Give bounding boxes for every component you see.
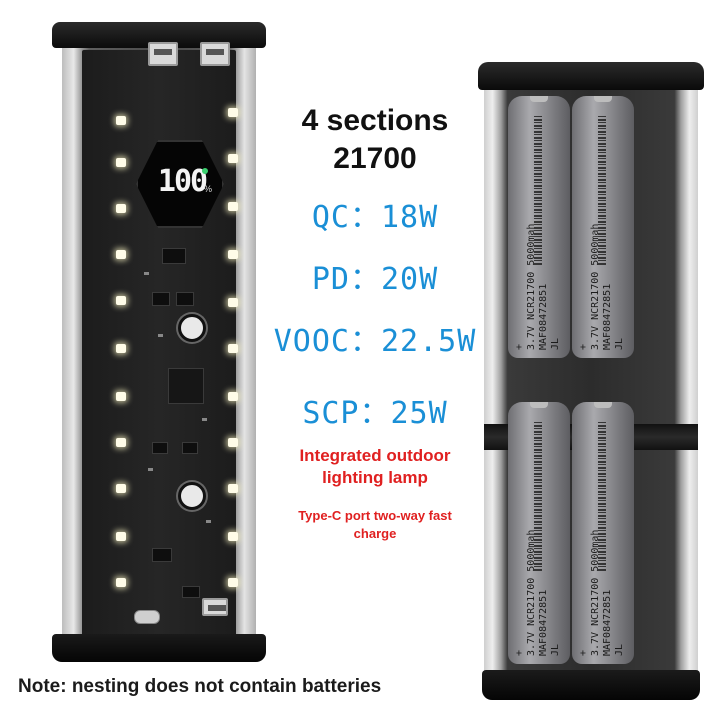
bottom-cap	[482, 670, 700, 700]
feature-lighting-line-2: lighting lamp	[322, 468, 428, 487]
cell-serial: MAF08472851	[602, 589, 613, 656]
ic-chip	[176, 292, 194, 306]
led	[116, 438, 126, 447]
headline-line-2: 21700	[333, 142, 417, 175]
power-bank-left-view: 100 %	[52, 22, 266, 662]
bottom-cap	[52, 634, 266, 662]
battery-cell: + 3.7V NCR21700 5000mah MAF08472851 JL	[508, 96, 570, 358]
cell-plus: +	[514, 649, 525, 656]
display-digits: 100	[157, 164, 208, 199]
led	[228, 392, 238, 401]
battery-cell: + 3.7V NCR21700 5000mah MAF08472851 JL	[572, 402, 634, 664]
led	[116, 392, 126, 401]
cell-label: + 3.7V NCR21700 5000mah MAF08472851 JL	[514, 110, 564, 350]
cell-brand: JL	[614, 643, 625, 656]
power-bank-right-view: + 3.7V NCR21700 5000mah MAF08472851 JL +…	[478, 62, 704, 702]
cell-spec: 3.7V NCR21700 5000mah	[590, 529, 601, 656]
barcode	[598, 422, 606, 572]
cell-plus: +	[578, 649, 589, 656]
display-unit: %	[204, 184, 213, 194]
feature-typec-line-1: Type-C port two-way fast	[298, 508, 452, 523]
spec-pd: PD：20W	[311, 262, 439, 297]
smd-part	[158, 334, 163, 337]
smd-part	[206, 520, 211, 523]
light-button	[178, 482, 206, 510]
cell-brand: JL	[614, 337, 625, 350]
ic-chip	[182, 586, 200, 598]
cell-brand: JL	[550, 337, 561, 350]
usb-port-2	[200, 42, 230, 66]
micro-port	[202, 598, 228, 616]
ic-chip	[152, 548, 172, 562]
status-dot	[202, 168, 208, 174]
spec-vooc: VOOC：22.5W	[273, 324, 477, 359]
led	[228, 202, 238, 211]
cell-plus: +	[578, 343, 589, 350]
led	[116, 344, 126, 353]
top-cap	[478, 62, 704, 90]
cell-label: + 3.7V NCR21700 5000mah MAF08472851 JL	[578, 416, 628, 656]
cell-spec: 3.7V NCR21700 5000mah	[526, 223, 537, 350]
cell-label: + 3.7V NCR21700 5000mah MAF08472851 JL	[514, 416, 564, 656]
type-c-port	[134, 610, 160, 624]
led	[116, 296, 126, 305]
led	[228, 532, 238, 541]
led	[116, 204, 126, 213]
barcode	[598, 116, 606, 266]
power-button	[178, 314, 206, 342]
led	[116, 116, 126, 125]
cell-serial: MAF08472851	[538, 589, 549, 656]
headline-line-1: 4 sections	[301, 104, 449, 137]
led	[116, 532, 126, 541]
led	[228, 578, 238, 587]
led	[116, 484, 126, 493]
barcode	[534, 116, 542, 266]
disclaimer-note: Note: nesting does not contain batteries	[18, 676, 382, 697]
main-controller-chip	[168, 368, 204, 404]
led	[116, 250, 126, 259]
cell-plus: +	[514, 343, 525, 350]
ic-chip	[182, 442, 198, 454]
led	[116, 158, 126, 167]
spec-scp: SCP：25W	[302, 396, 448, 431]
ic-chip	[152, 292, 170, 306]
cell-serial: MAF08472851	[602, 283, 613, 350]
smd-part	[148, 468, 153, 471]
led	[228, 298, 238, 307]
led	[228, 108, 238, 117]
led	[228, 344, 238, 353]
feature-lighting-line-1: Integrated outdoor	[299, 446, 451, 465]
smd-part	[202, 418, 207, 421]
cell-label: + 3.7V NCR21700 5000mah MAF08472851 JL	[578, 110, 628, 350]
ic-chip	[162, 248, 186, 264]
battery-cell: + 3.7V NCR21700 5000mah MAF08472851 JL	[572, 96, 634, 358]
led	[228, 438, 238, 447]
led	[228, 484, 238, 493]
cell-spec: 3.7V NCR21700 5000mah	[590, 223, 601, 350]
led	[228, 154, 238, 163]
cell-serial: MAF08472851	[538, 283, 549, 350]
ic-chip	[152, 442, 168, 454]
led	[116, 578, 126, 587]
feature-typec-line-2: charge	[353, 526, 397, 541]
battery-cell: + 3.7V NCR21700 5000mah MAF08472851 JL	[508, 402, 570, 664]
cell-brand: JL	[550, 643, 561, 656]
usb-port-1	[148, 42, 178, 66]
cell-spec: 3.7V NCR21700 5000mah	[526, 529, 537, 656]
led	[228, 250, 238, 259]
spec-qc: QC：18W	[311, 200, 439, 235]
barcode	[534, 422, 542, 572]
smd-part	[144, 272, 149, 275]
battery-display	[136, 140, 224, 228]
